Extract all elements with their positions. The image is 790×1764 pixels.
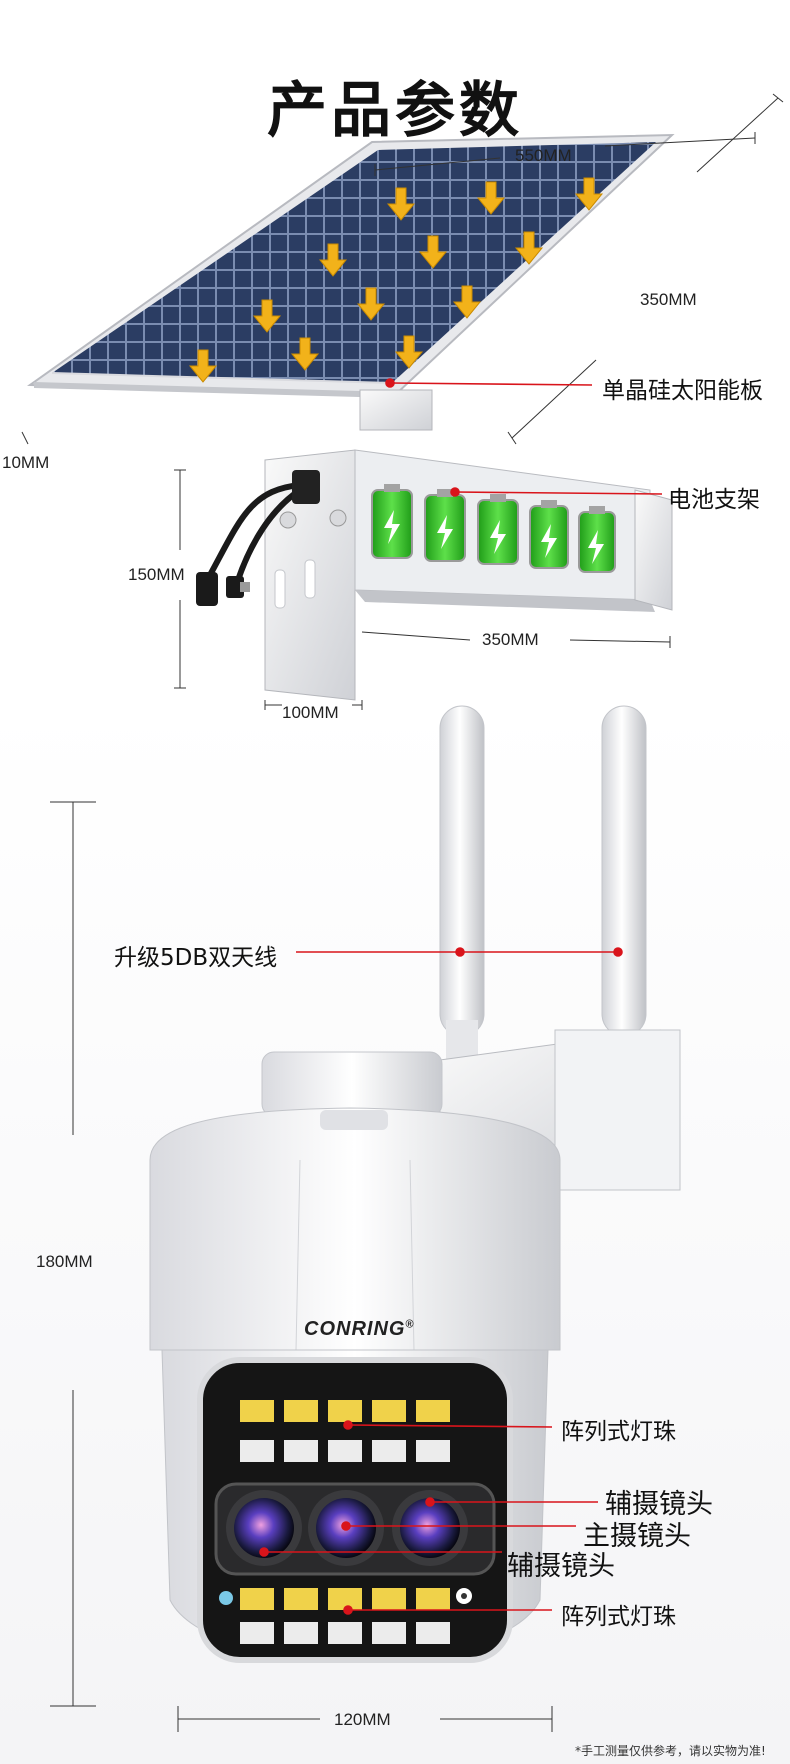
brand-name: CONRING [304, 1318, 406, 1340]
measurement-footnote: *手工测量仅供参考，请以实物为准! [575, 1744, 766, 1758]
camera-width-dimension: 120MM [334, 1710, 391, 1729]
solar-panel-label: 单晶硅太阳能板 [602, 378, 763, 404]
battery-bracket-label: 电池支架 [668, 487, 760, 513]
page-title: 产品参数 [267, 76, 523, 146]
antenna-label: 升级5DB双天线 [114, 945, 278, 971]
led-array-top-label: 阵列式灯珠 [561, 1419, 676, 1445]
bracket-length-dimension: 350MM [482, 630, 539, 649]
led-array-bottom-label: 阵列式灯珠 [561, 1604, 676, 1630]
pointer-lines [259, 378, 663, 1615]
bracket-height-dimension: 150MM [128, 565, 185, 584]
led-array-top [240, 1400, 450, 1462]
camera-height-dimension: 180MM [36, 1252, 93, 1271]
panel-depth-dimension: 350MM [640, 290, 697, 309]
camera-image [149, 705, 681, 1663]
bracket-dimension-lines [174, 469, 671, 710]
sunlight-arrow-icons [188, 177, 604, 383]
brand-logo: CONRING® [304, 1318, 415, 1341]
main-lens-label: 主摄镜头 [583, 1521, 691, 1552]
aux-lens-bottom-label: 辅摄镜头 [507, 1551, 615, 1582]
panel-dimension-lines [21, 93, 784, 445]
bracket-width-dimension: 100MM [282, 703, 339, 722]
camera-dimension-lines [50, 801, 553, 1732]
battery-icons [371, 484, 616, 573]
battery-bracket-image [196, 449, 673, 701]
panel-thickness-dimension: 10MM [2, 453, 50, 472]
panel-width-dimension: 550MM [515, 146, 572, 165]
led-array-bottom [240, 1588, 450, 1644]
lens-icons [226, 1490, 468, 1566]
solar-panel-image [26, 133, 675, 431]
registered-mark: ® [405, 1318, 415, 1331]
aux-lens-top-label: 辅摄镜头 [605, 1489, 713, 1520]
